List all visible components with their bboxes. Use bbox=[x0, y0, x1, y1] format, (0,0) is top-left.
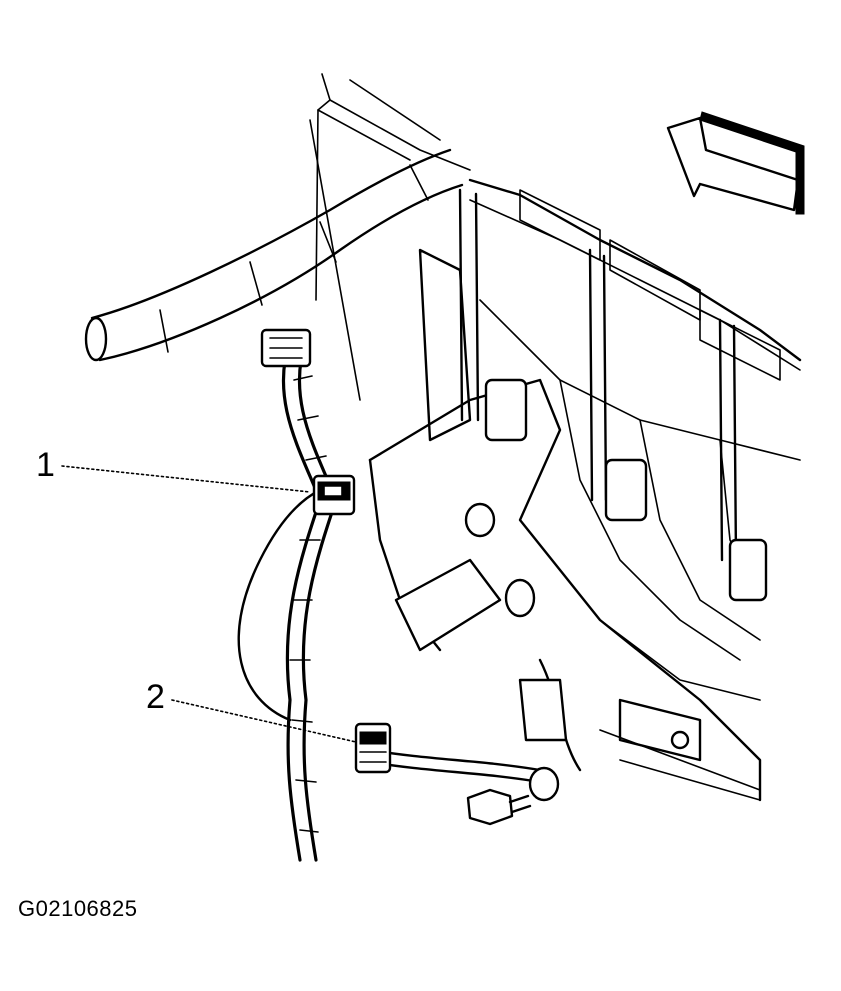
injector-group bbox=[394, 188, 768, 652]
callout-label-1: 1 bbox=[36, 446, 55, 484]
connector-callout-2 bbox=[354, 722, 392, 774]
direction-arrow-icon bbox=[666, 111, 805, 215]
callout-leader-2 bbox=[171, 699, 357, 743]
sensor bbox=[518, 678, 568, 802]
figure-id: G02106825 bbox=[18, 896, 138, 921]
harness-connector-upper bbox=[260, 328, 312, 368]
callout-leader-1 bbox=[61, 465, 311, 493]
mount-bracket bbox=[599, 698, 761, 801]
wiring-connector-icon bbox=[312, 474, 356, 516]
bolt-icon bbox=[466, 788, 532, 826]
firewall-outline bbox=[309, 73, 471, 401]
upper-hose bbox=[84, 148, 464, 362]
callout-label-2: 2 bbox=[146, 678, 165, 716]
